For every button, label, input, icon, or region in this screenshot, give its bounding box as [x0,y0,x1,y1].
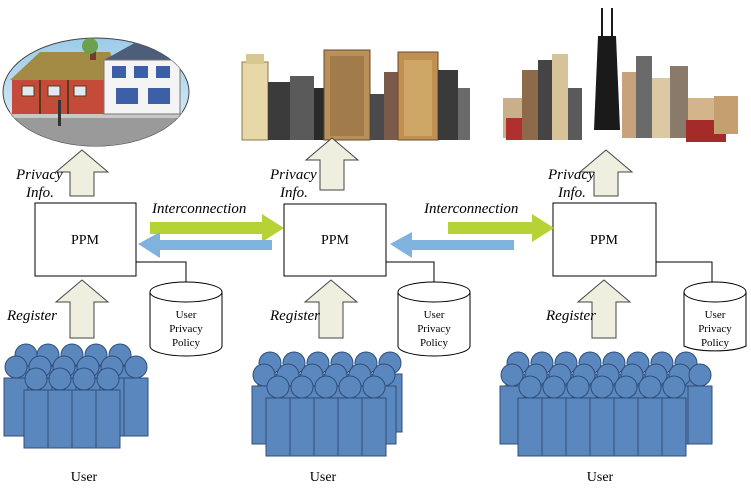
user-label-3: User [587,470,614,485]
user-figure [71,367,97,449]
interconnection-arrow-left-2 [390,232,514,258]
user-figure [541,375,567,457]
svg-text:User: User [705,309,726,321]
interconnection-arrow-right-2 [448,214,554,242]
ppm-db-connector-3 [656,261,713,286]
policy-database-1: User Privacy Policy [149,281,223,357]
policy-database-2: User Privacy Policy [397,281,471,357]
city-picture [241,49,470,141]
user-figure [517,375,543,457]
privacy-info-label-3b: Info. [557,185,586,201]
register-label-1: Register [6,308,57,324]
user-crowd-1 [3,343,149,449]
svg-text:Policy: Policy [701,337,730,349]
interconnection-arrow-left-1 [138,232,272,258]
user-figure [313,375,339,457]
user-figure [47,367,73,449]
ppm-label-3: PPM [590,233,619,248]
ppm-db-connector-2 [386,261,435,286]
town-picture [2,37,190,147]
ppm-label-1: PPM [71,233,100,248]
user-figure [95,367,121,449]
register-up-arrow-2 [303,279,359,339]
metropolis-picture [503,8,738,142]
privacy-up-arrow-3 [578,149,634,197]
user-label-1: User [71,470,98,485]
ppm-box-2: PPM [283,203,387,277]
user-figure [637,375,663,457]
ppm-label-2: PPM [321,233,350,248]
privacy-up-arrow-1 [54,149,110,197]
user-figure [265,375,291,457]
user-figure [123,355,149,437]
svg-text:User: User [176,309,197,321]
svg-text:Policy: Policy [420,337,449,349]
user-figure [565,375,591,457]
svg-text:User: User [424,309,445,321]
user-crowd-3 [499,351,713,457]
user-figure [661,375,687,457]
privacy-info-label-1a: Privacy [15,167,63,183]
register-up-arrow-3 [576,279,632,339]
privacy-info-label-1b: Info. [25,185,54,201]
svg-text:Privacy: Privacy [698,323,732,335]
user-figure [361,375,387,457]
user-crowd-2 [251,351,403,457]
interconnection-arrow-right-1 [150,214,284,242]
privacy-info-label-2b: Info. [279,185,308,201]
user-figure [289,375,315,457]
user-figure [337,375,363,457]
register-label-2: Register [269,308,320,324]
user-figure [23,367,49,449]
user-figure [687,363,713,445]
register-up-arrow-1 [54,279,110,339]
privacy-info-label-3a: Privacy [547,167,595,183]
interconnection-label-1: Interconnection [151,201,246,217]
svg-text:Policy: Policy [172,337,201,349]
register-label-3: Register [545,308,596,324]
svg-text:Privacy: Privacy [169,323,203,335]
svg-text:Privacy: Privacy [417,323,451,335]
ppm-box-3: PPM [552,202,657,277]
user-label-2: User [310,470,337,485]
user-figure [613,375,639,457]
privacy-info-label-2a: Privacy [269,167,317,183]
policy-database-3: User Privacy Policy [683,281,747,352]
ppm-db-connector-1 [136,261,187,286]
interconnection-label-2: Interconnection [423,201,518,217]
ppm-box-1: PPM [34,202,137,277]
user-figure [589,375,615,457]
privacy-up-arrow-2 [304,137,360,191]
